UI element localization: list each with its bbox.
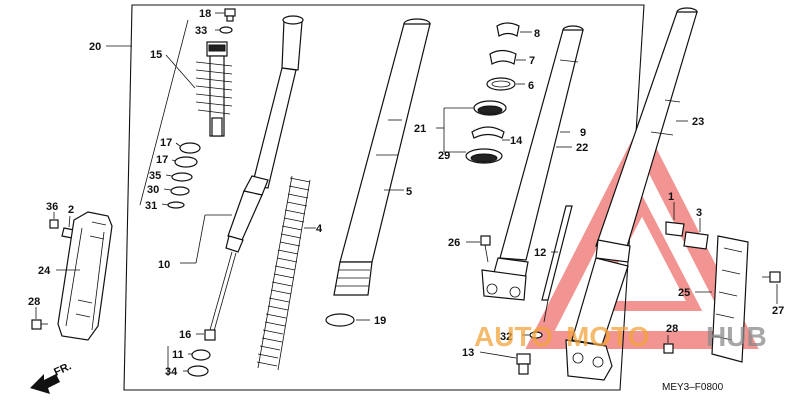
ring-31 bbox=[167, 201, 185, 209]
callout-5: 5 bbox=[406, 186, 412, 198]
washer-17-b bbox=[174, 156, 198, 168]
callout-17-b: 17 bbox=[156, 154, 168, 166]
callout-12: 12 bbox=[534, 247, 546, 259]
callout-14: 14 bbox=[510, 135, 523, 147]
fork-cartridge-10 bbox=[209, 15, 304, 332]
fork-spring-4 bbox=[256, 175, 311, 371]
washer-32 bbox=[529, 331, 543, 339]
fork-guard-25 bbox=[711, 235, 749, 363]
callout-11: 11 bbox=[172, 349, 184, 361]
bolt-28-b bbox=[663, 343, 674, 354]
callout-6: 6 bbox=[528, 80, 534, 92]
callout-13: 13 bbox=[462, 347, 474, 359]
callout-9: 9 bbox=[580, 127, 586, 139]
callout-23: 23 bbox=[692, 116, 704, 128]
callout-26: 26 bbox=[448, 237, 460, 249]
callout-35: 35 bbox=[149, 170, 161, 182]
oil-seal-19 bbox=[325, 313, 355, 327]
bolt-36 bbox=[49, 219, 59, 229]
ring-35 bbox=[171, 172, 193, 182]
outer-tube-5 bbox=[333, 18, 431, 296]
callout-27: 27 bbox=[772, 305, 784, 317]
callout-28-a: 28 bbox=[28, 296, 40, 308]
callout-36: 36 bbox=[46, 201, 58, 213]
callout-30: 30 bbox=[147, 184, 159, 196]
axle-rod-12 bbox=[541, 205, 573, 323]
callout-2: 2 bbox=[68, 204, 74, 216]
bolt-27 bbox=[762, 271, 781, 283]
bracket-3 bbox=[683, 231, 709, 250]
direction-label: FR. bbox=[52, 360, 73, 378]
fork-protector-24 bbox=[57, 211, 113, 341]
callout-15: 15 bbox=[150, 49, 162, 61]
callout-3: 3 bbox=[696, 207, 702, 219]
bolt-28-a bbox=[31, 319, 48, 330]
callout-25: 25 bbox=[678, 287, 690, 299]
washer-17-a bbox=[179, 142, 201, 154]
callout-10: 10 bbox=[158, 259, 170, 271]
callout-19: 19 bbox=[374, 315, 386, 327]
bolt-26 bbox=[480, 235, 491, 263]
callout-24: 24 bbox=[38, 265, 51, 277]
watermark-text: AUTO MOTO HUB bbox=[474, 321, 767, 352]
callout-31: 31 bbox=[145, 200, 157, 212]
callout-29: 29 bbox=[438, 150, 450, 162]
callout-28-b: 28 bbox=[666, 323, 678, 335]
fork-leg-assembly-23 bbox=[565, 7, 698, 381]
fork-tube-9 bbox=[481, 25, 584, 301]
bracket-1 bbox=[665, 221, 685, 237]
ring-30 bbox=[170, 186, 190, 196]
callout-4: 4 bbox=[316, 223, 323, 235]
ring-34 bbox=[187, 365, 209, 377]
assembly-frame bbox=[123, 4, 645, 391]
nut-16 bbox=[204, 329, 216, 341]
watermark-text-hub: HUB bbox=[706, 321, 767, 352]
callout-20: 20 bbox=[89, 41, 101, 53]
bolt-13 bbox=[516, 353, 531, 375]
watermark-text-auto: AUTO bbox=[474, 321, 553, 352]
callout-16: 16 bbox=[179, 329, 191, 341]
callout-7: 7 bbox=[529, 55, 535, 67]
callout-21: 21 bbox=[414, 123, 426, 135]
callout-34: 34 bbox=[165, 366, 178, 378]
callout-1: 1 bbox=[668, 191, 674, 203]
bearing-stack bbox=[465, 22, 520, 164]
damper-rod-15 bbox=[195, 41, 233, 137]
washer-33 bbox=[219, 26, 233, 34]
watermark-text-moto: MOTO bbox=[566, 321, 649, 352]
callout-32: 32 bbox=[500, 331, 512, 343]
front-direction-arrow-icon bbox=[30, 374, 60, 394]
bushing-11 bbox=[191, 349, 211, 361]
diagram-code: MEY3–F0800 bbox=[662, 382, 724, 393]
callout-17-a: 17 bbox=[160, 137, 172, 149]
bolt-18 bbox=[224, 8, 236, 22]
callout-8: 8 bbox=[534, 28, 540, 40]
callout-18: 18 bbox=[199, 8, 211, 20]
callout-33-a: 33 bbox=[195, 25, 207, 37]
callout-22: 22 bbox=[576, 142, 588, 154]
